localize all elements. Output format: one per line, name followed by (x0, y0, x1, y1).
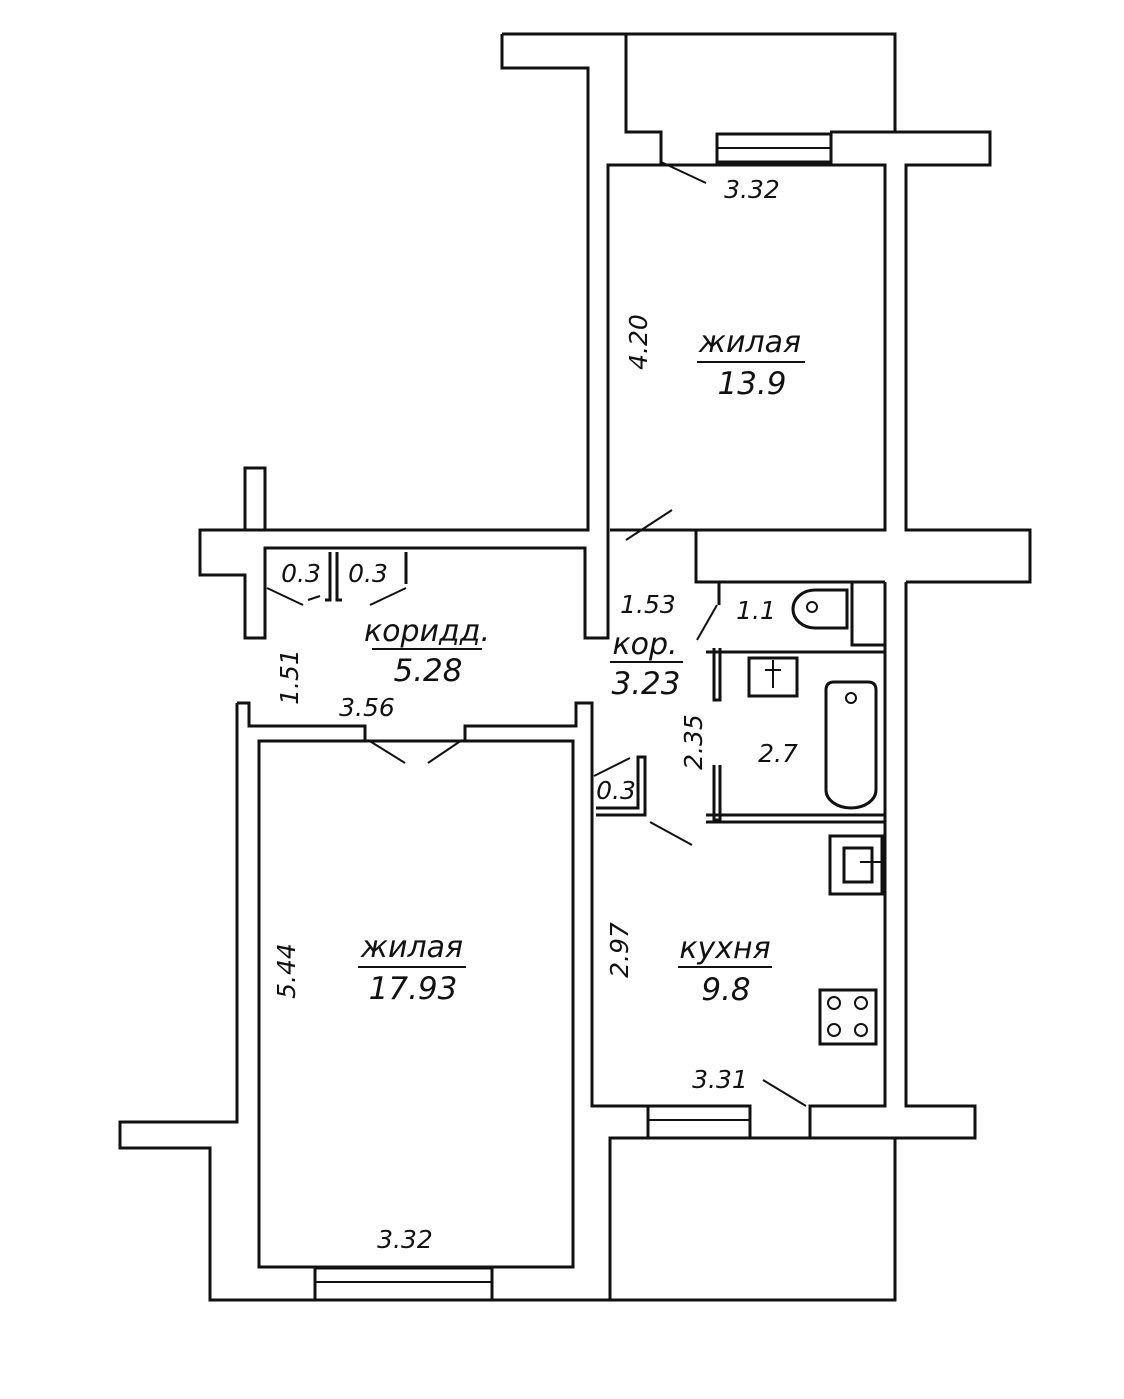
bath-sink-icon (747, 656, 799, 698)
room-name: коридд. (364, 614, 490, 649)
label-living-bottom: жилая 17.93 (358, 930, 466, 1007)
dim-kitchen-length: 2.97 (605, 922, 634, 978)
closets (263, 552, 408, 606)
dim-top-room-width: 3.32 (724, 175, 780, 204)
label-kitchen: кухня 9.8 (678, 931, 772, 1008)
room-name: кор. (612, 627, 677, 662)
room-area: 9.8 (701, 972, 750, 1008)
wc-area: 1.1 (736, 596, 776, 625)
dim-kitchen-width: 3.31 (692, 1065, 748, 1094)
dim-bath-length: 2.35 (679, 714, 708, 770)
closet-area: 0.3 (596, 776, 636, 805)
dim-top-room-length: 4.20 (624, 314, 653, 370)
room-area: 13.9 (717, 366, 786, 402)
room-area: 5.28 (393, 653, 462, 689)
label-corridor: коридд. 5.28 (364, 614, 490, 689)
dim-small-corridor: 1.53 (620, 590, 676, 619)
bottom-window (313, 1266, 494, 1302)
kitchen-window (646, 1104, 752, 1140)
closet-area: 0.3 (348, 559, 388, 588)
room-area: 3.23 (611, 666, 680, 702)
label-living-top: жилая 13.9 (697, 325, 805, 402)
bottom-room-walls (118, 701, 648, 1302)
top-room-walls (198, 32, 1032, 640)
door-kitchen-balcony (762, 1079, 807, 1107)
toilet-icon (791, 588, 849, 630)
top-window (715, 132, 833, 164)
closet-area: 0.3 (281, 559, 321, 588)
dim-bottom-room-width: 3.32 (377, 1225, 433, 1254)
dim-corridor-length: 3.56 (339, 693, 395, 722)
dim-corridor-width: 1.51 (275, 649, 304, 705)
bathtub-icon (824, 680, 878, 810)
room-name: жилая (698, 325, 801, 360)
room-area: 17.93 (369, 971, 458, 1007)
room-name: кухня (679, 931, 770, 966)
kitchen-sink-icon (828, 834, 884, 896)
stove-icon (818, 988, 878, 1046)
bath-area: 2.7 (758, 739, 798, 768)
label-corridor-small: кор. 3.23 (610, 627, 683, 702)
dim-bottom-room-length: 5.44 (272, 943, 301, 999)
door-top-room (625, 509, 673, 541)
room-name: жилая (360, 930, 463, 965)
door-top-balcony (660, 161, 707, 184)
wet-zone-walls (593, 582, 977, 1302)
